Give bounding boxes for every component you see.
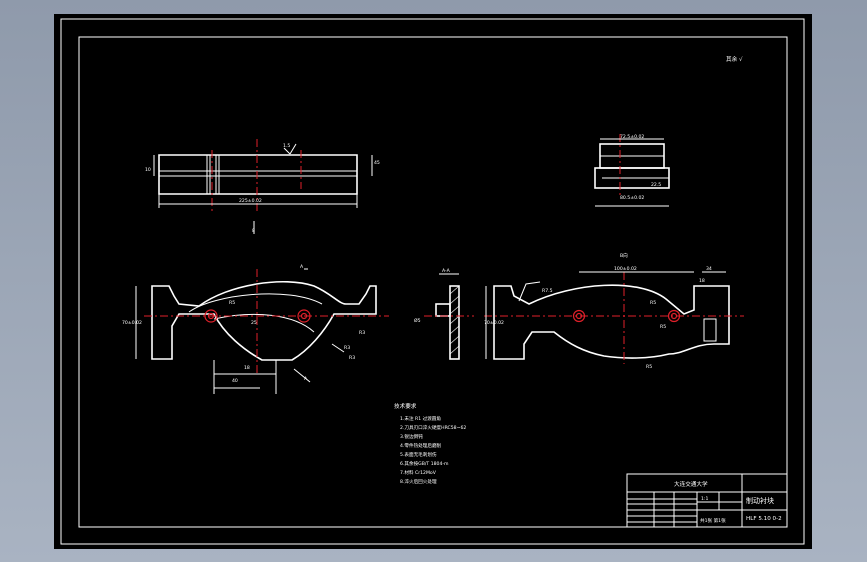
top-view: 225±0.02 8 1.5 10 45 [145,139,380,234]
right-dim-34: 34 [706,266,712,272]
part-name: 制动衬块 [746,496,774,505]
tech-line: 5.表面无毛刺划伤 [400,451,437,458]
front-section-a2: A [304,376,308,382]
front-dim-a: 40 [232,378,238,384]
tech-line: 8.淬火后回火处理 [400,478,437,485]
tech-line: 3.锐边倒钝 [400,433,423,440]
front-dim-r1: R3 [344,345,350,351]
tech-line: 1.未注 R1 过渡圆角 [400,415,441,422]
top-dim-thk: 10 [145,167,151,173]
top-dim-chamfer: 1.5 [283,143,290,149]
tech-line: 7.材料 Cr12MoV [400,469,437,476]
drawing-canvas[interactable]: 其余 √ 225±0.02 8 1.5 10 45 72.5±0.02 80.5 [54,14,812,549]
section-view: A-A Ø5 [414,268,474,360]
right-view-label: B向 [620,252,628,259]
right-view: B向 100±0.02 34 18 R7.5 R5 R5 70±0.02 R5 [484,252,744,370]
sheet-count: 共1张 第1张 [700,517,726,524]
right-dim-r5b: R5 [660,324,666,330]
front-dim-r2: R3 [349,355,355,361]
tech-line: 4.零件热处理后磨削 [400,442,442,449]
right-dim-r75: R7.5 [542,288,553,294]
right-dim-r5a: R5 [650,300,656,306]
right-dim-18: 18 [699,278,705,284]
drawing-number: HLF 5.10 0-2 [746,516,782,522]
front-dim-25: 25 [251,320,257,326]
top-dim-a: 8 [252,228,255,234]
side-view: 72.5±0.02 80.5±0.02 22.5 [594,134,670,207]
front-dim-b: 18 [244,365,250,371]
side-dim-right: 22.5 [651,182,661,188]
scale-cell: 1:1 [701,496,708,502]
right-dim-height: 70±0.02 [484,320,504,326]
right-dim-span: 100±0.02 [614,266,637,272]
side-dim-bottom: 80.5±0.02 [620,195,644,201]
front-dim-height: 70±0.02 [122,320,142,326]
tech-title: 技术要求 [394,402,417,410]
front-dim-r5: R5 [229,300,235,306]
corner-note: 其余 √ [726,55,743,63]
school-name: 大连交通大学 [674,480,708,488]
front-section-a1: A [300,264,304,270]
front-dim-r3: R3 [359,330,365,336]
top-dim-angle: 45 [374,160,380,166]
section-dim-bore: Ø5 [414,317,421,324]
inner-border [78,36,788,528]
cad-drawing-viewport[interactable]: 其余 √ 225±0.02 8 1.5 10 45 72.5±0.02 80.5 [54,14,812,549]
outer-border [60,18,805,545]
side-dim-top: 72.5±0.02 [620,134,644,140]
section-label: A-A [442,268,451,274]
top-dim-length: 225±0.02 [239,198,262,204]
tech-line: 2.刀具刃口淬火硬度HRC58~62 [400,424,466,431]
tech-line: 6.其余按GB/T 1804-m [400,460,449,467]
right-dim-r5c: R5 [646,364,652,370]
technical-requirements: 技术要求 1.未注 R1 过渡圆角 2.刀具刃口淬火硬度HRC58~62 3.锐边倒… [394,402,466,485]
title-block: 大连交通大学 制动衬块 HLF 5.10 0-2 1:1 共1张 第1张 [626,473,788,528]
front-view: 70±0.02 40 18 R3 R3 R3 R5 25 A A [122,264,389,394]
